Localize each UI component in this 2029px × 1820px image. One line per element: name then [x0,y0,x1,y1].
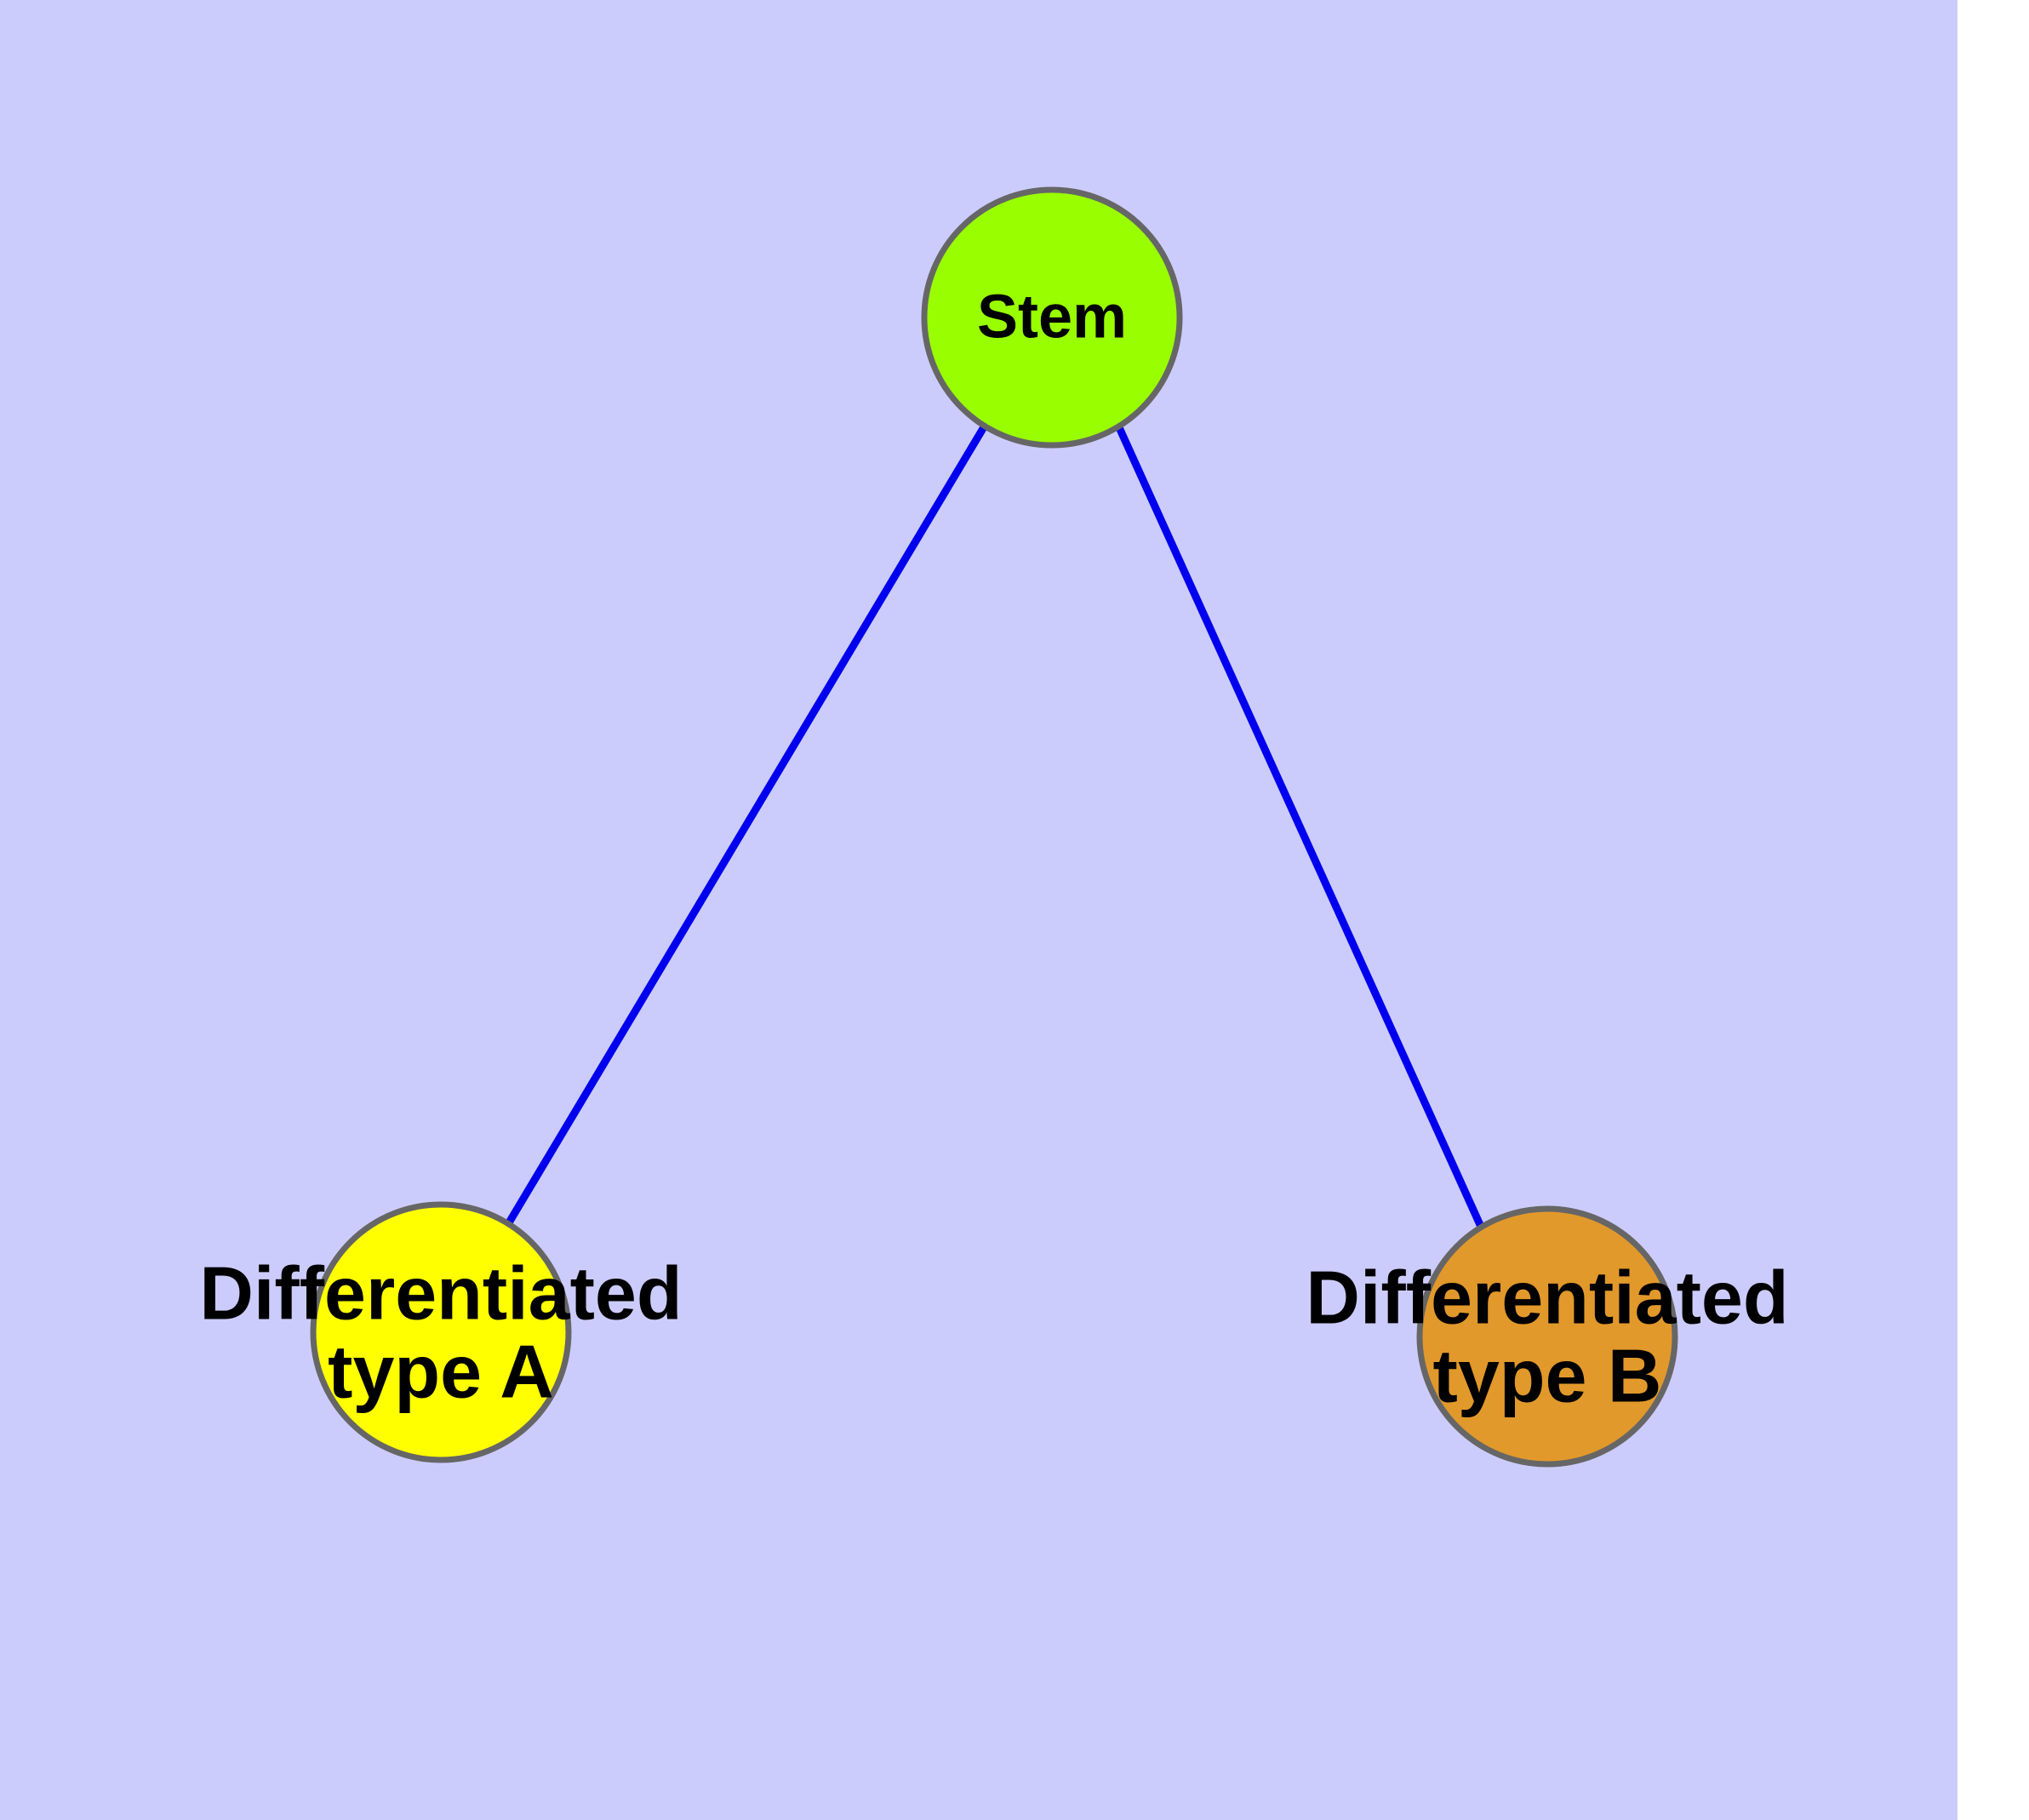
node-layer [310,186,1678,1468]
graph-node-diff-b[interactable] [1416,1205,1678,1468]
graph-node-diff-a[interactable] [310,1201,572,1463]
graph-edge-stem-to-diff-b[interactable] [1114,424,1485,1228]
graph-edge-stem-to-diff-a[interactable] [505,423,988,1227]
edge-layer [505,423,1485,1228]
graph-node-stem[interactable] [921,186,1183,449]
